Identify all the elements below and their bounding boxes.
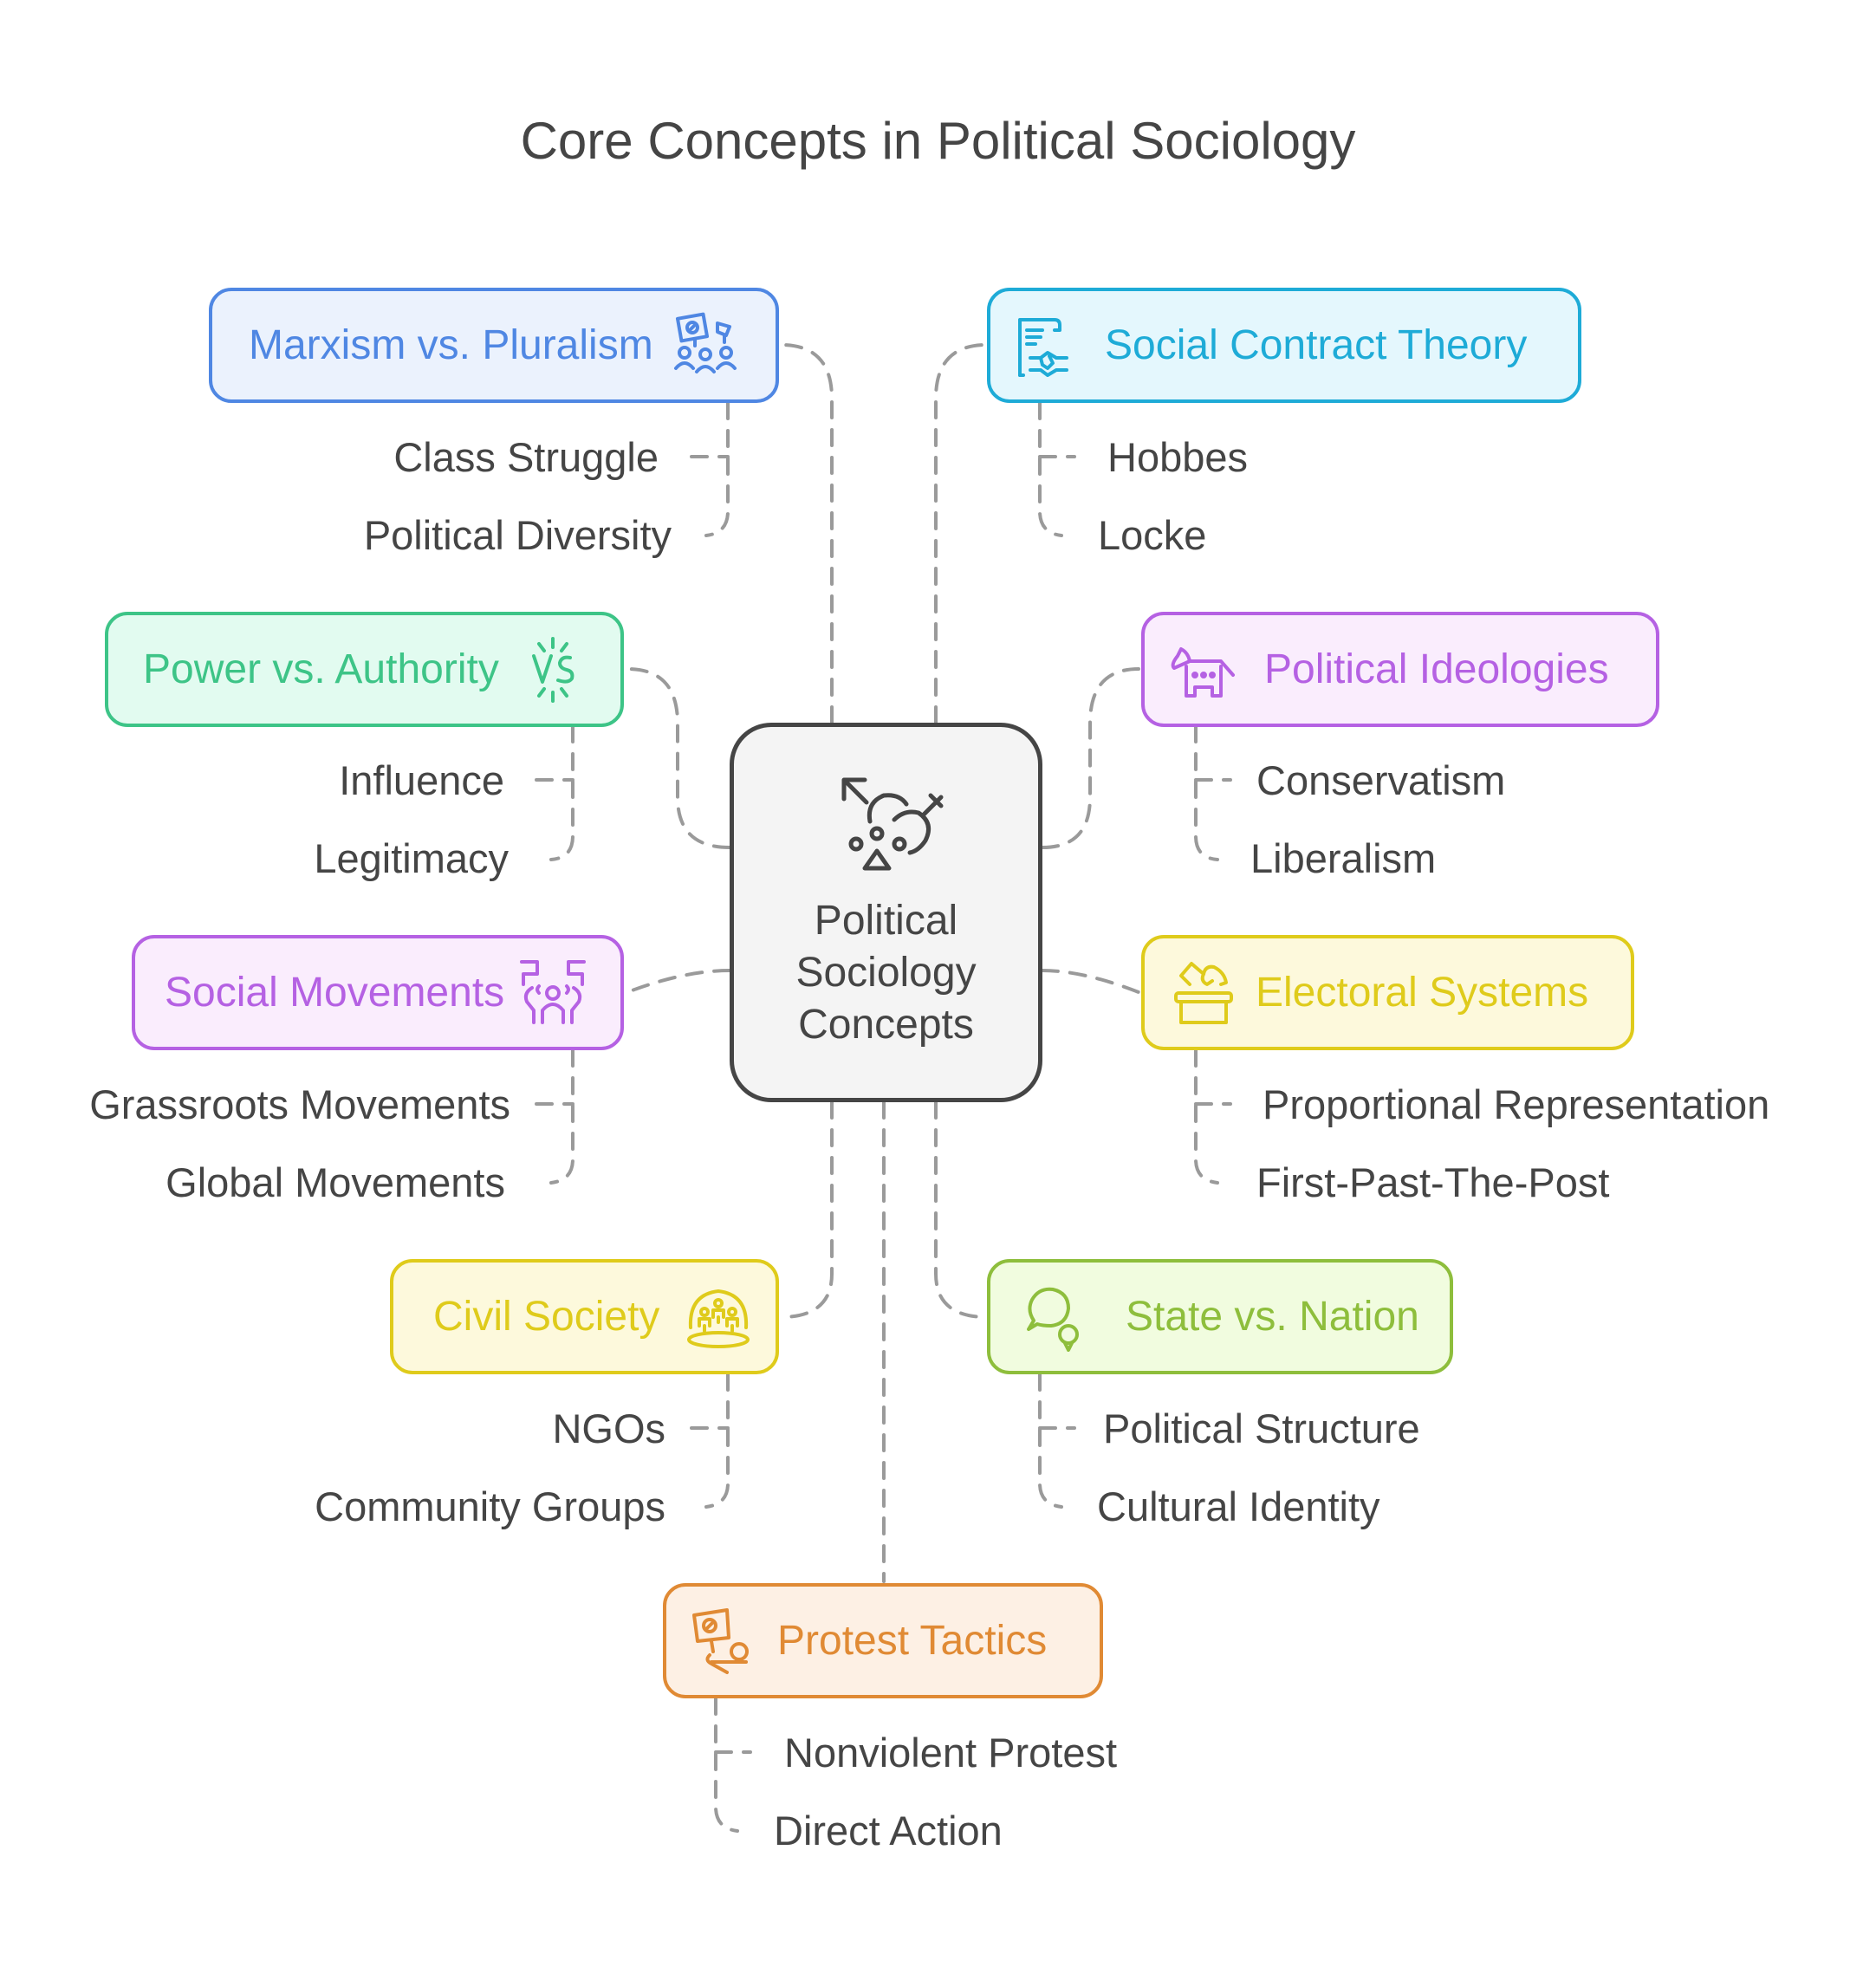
node-state-vs-nation[interactable]: State vs. Nation [987,1259,1453,1374]
central-label-line-1: Political [814,898,958,944]
central-node[interactable]: Political Sociology Concepts [730,723,1042,1102]
child-political-diversity: Political Diversity [363,512,672,558]
node-label: Protest Tactics [777,1618,1048,1664]
node-political-ideologies[interactable]: Political Ideologies [1141,612,1659,727]
child-grassroots-movements: Grassroots Movements [89,1081,510,1127]
child-proportional-representation: Proportional Representation [1263,1081,1770,1127]
raised-hands-crowd-icon [520,959,587,1024]
node-power-vs-authority[interactable]: Power vs. Authority [105,612,624,727]
node-label: Marxism vs. Pluralism [249,322,653,368]
protest-crowd-icon [673,312,737,373]
node-civil-society[interactable]: Civil Society [390,1259,779,1374]
speech-bubbles-icon [1027,1287,1079,1352]
child-nonviolent-protest: Nonviolent Protest [784,1730,1118,1775]
gender-symbols-people-icon [841,777,944,871]
donkey-icon [1171,646,1235,698]
child-political-structure: Political Structure [1103,1405,1420,1451]
child-legitimacy: Legitimacy [314,835,509,881]
protest-sign-icon [692,1607,749,1674]
child-ngos: NGOs [552,1405,665,1451]
child-direct-action: Direct Action [774,1808,1003,1853]
central-node-label: Political Sociology Concepts [734,895,1038,1051]
node-social-contract-theory[interactable]: Social Contract Theory [987,288,1581,403]
child-conservatism: Conservatism [1256,757,1506,803]
child-hobbes: Hobbes [1107,434,1248,480]
central-label-line-3: Concepts [798,1002,974,1048]
node-label: Political Ideologies [1264,646,1609,692]
node-label: Civil Society [433,1294,660,1340]
node-label: Power vs. Authority [143,646,499,692]
diagram-title: Core Concepts in Political Sociology [520,112,1356,170]
node-label: State vs. Nation [1126,1294,1419,1340]
child-community-groups: Community Groups [315,1483,665,1529]
contract-scroll-handshake-icon [1018,317,1068,377]
child-cultural-identity: Cultural Identity [1097,1483,1380,1529]
ballot-box-icon [1174,961,1233,1024]
versus-icon [531,636,574,703]
node-social-movements[interactable]: Social Movements [132,935,624,1050]
child-influence: Influence [339,757,504,803]
child-liberalism: Liberalism [1250,835,1437,881]
node-label: Electoral Systems [1256,970,1589,1016]
node-label: Social Movements [165,970,505,1016]
child-global-movements: Global Movements [166,1159,505,1205]
child-class-struggle: Class Struggle [393,434,659,480]
node-label: Social Contract Theory [1105,322,1528,368]
central-label-line-2: Sociology [795,950,977,996]
node-marxism-vs-pluralism[interactable]: Marxism vs. Pluralism [209,288,779,403]
community-dome-icon [687,1289,750,1348]
node-electoral-systems[interactable]: Electoral Systems [1141,935,1634,1050]
node-protest-tactics[interactable]: Protest Tactics [663,1583,1103,1698]
child-first-past-the-post: First-Past-The-Post [1256,1159,1610,1205]
child-locke: Locke [1098,512,1207,558]
